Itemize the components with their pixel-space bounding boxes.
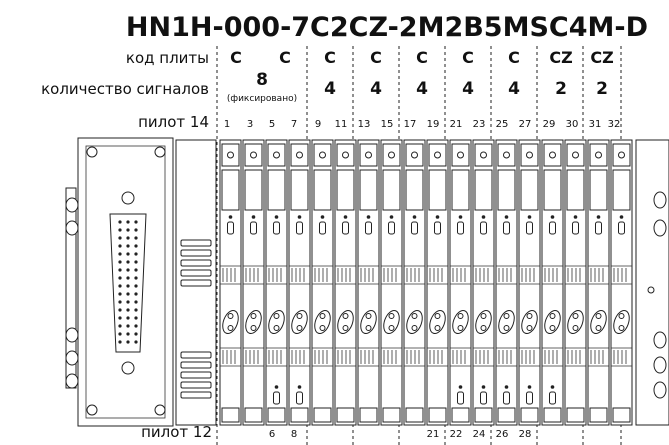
- pilot14-number: 23: [473, 119, 486, 130]
- plate-code-1b: C: [279, 48, 291, 67]
- valve-station: [587, 139, 610, 426]
- pilot14-number: 21: [450, 119, 463, 130]
- plate-code-7: CZ: [549, 48, 572, 67]
- pilot14-number: 3: [247, 119, 253, 130]
- dsub-connector: [109, 191, 147, 375]
- pilot14-number: 5: [269, 119, 275, 130]
- pilot14-number: 13: [358, 119, 371, 130]
- signal-count-2: 4: [324, 79, 336, 99]
- signal-count-5: 4: [462, 79, 474, 99]
- signal-count-3: 4: [370, 79, 382, 99]
- pilot12-number: 8: [291, 429, 297, 440]
- fixed-note: (фиксировано): [227, 94, 297, 104]
- plate-code-4: C: [416, 48, 428, 67]
- plate-code-6: C: [508, 48, 520, 67]
- model-title: HN1H-000-7C2CZ-2M2B5MSC4M-D: [126, 12, 648, 43]
- pilot12-number: 24: [473, 429, 486, 440]
- valve-station: [495, 139, 518, 426]
- signal-count-6: 4: [508, 79, 520, 99]
- pilot14-number: 32: [608, 119, 621, 130]
- pilot14-number: 17: [404, 119, 417, 130]
- valve-station: [288, 139, 311, 426]
- plate-code-1: C: [230, 48, 242, 67]
- pilot12-number: 26: [496, 429, 509, 440]
- valve-station: [426, 139, 449, 426]
- signal-count-1: 8: [256, 70, 268, 90]
- signal-count-8: 2: [596, 79, 608, 99]
- valve-station: [219, 139, 242, 426]
- pilot12-number: 21: [427, 429, 440, 440]
- plate-code-8: CZ: [590, 48, 613, 67]
- valve-station: [242, 139, 265, 426]
- pilot14-number: 11: [335, 119, 348, 130]
- valve-station: [265, 139, 288, 426]
- pilot14-number: 31: [589, 119, 602, 130]
- pilot14-number: 7: [291, 119, 297, 130]
- plate-code-label: код плиты: [126, 49, 209, 67]
- valve-station: [541, 139, 564, 426]
- plate-code-2: C: [324, 48, 336, 67]
- signal-count-label: количество сигналов: [41, 80, 209, 98]
- pilot14-label: пилот 14: [138, 113, 209, 131]
- pilot14-number: 27: [519, 119, 532, 130]
- valve-station: [311, 139, 334, 426]
- valve-station: [472, 139, 495, 426]
- pilot12-number: 28: [519, 429, 532, 440]
- signal-count-7: 2: [555, 79, 567, 99]
- plate-code-5: C: [462, 48, 474, 67]
- valve-station: [334, 139, 357, 426]
- pilot14-number: 25: [496, 119, 509, 130]
- signal-count-4: 4: [416, 79, 428, 99]
- pilot12-number: 6: [269, 429, 275, 440]
- pilot14-number: 15: [381, 119, 394, 130]
- valve-station: [449, 139, 472, 426]
- plate-code-3: C: [370, 48, 382, 67]
- pilot14-number: 9: [315, 119, 321, 130]
- pilot12-number: 22: [450, 429, 463, 440]
- valve-station: [380, 139, 403, 426]
- pilot14-number: 29: [543, 119, 556, 130]
- pilot14-number: 30: [566, 119, 579, 130]
- valve-station: [403, 139, 426, 426]
- vent-grill: [175, 139, 217, 426]
- pilot12-numbers: 6 8 21 22 24 26 28: [269, 429, 532, 440]
- pilot12-label: пилот 12: [141, 423, 212, 441]
- valve-station: [610, 139, 633, 426]
- valve-stations: [219, 139, 633, 426]
- valve-station: [518, 139, 541, 426]
- pilot14-number: 19: [427, 119, 440, 130]
- right-end-plate: [635, 139, 669, 426]
- valve-station: [564, 139, 587, 426]
- valve-station: [357, 139, 380, 426]
- pilot14-number: 1: [224, 119, 230, 130]
- pilot14-numbers: 1 3 5 7 9 11 13 15 17 19 21 23 25 27 29 …: [224, 119, 621, 130]
